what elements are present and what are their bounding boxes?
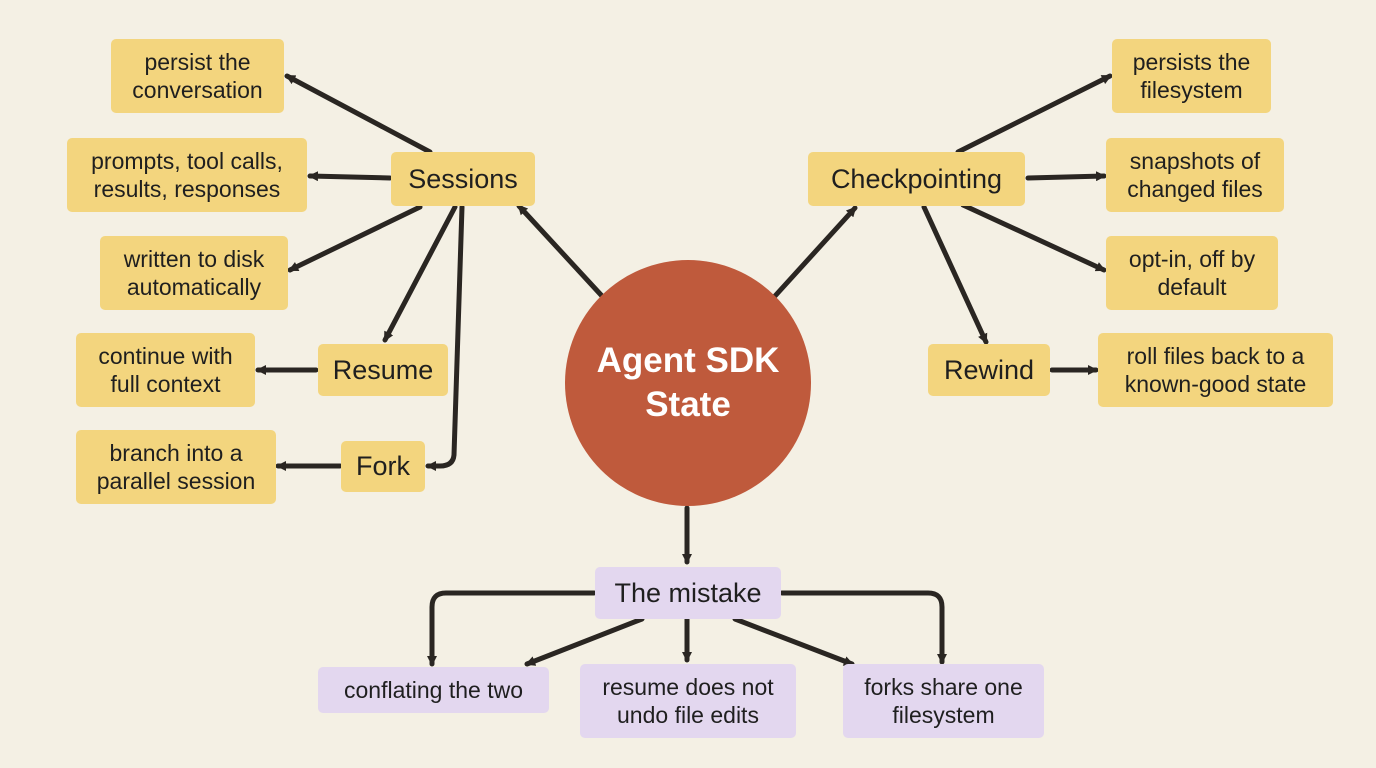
arrow-mistake-to-conflating-diag — [524, 616, 645, 667]
persist-conversation-node: persist the conversation — [111, 39, 284, 113]
continue-context-label: continue with full context — [98, 342, 233, 397]
arrow-checkpointing-to-persists — [955, 73, 1113, 155]
resume-no-undo-node: resume does not undo file edits — [580, 664, 796, 738]
sessions-label: Sessions — [408, 163, 518, 194]
rewind-node: Rewind — [928, 344, 1050, 396]
fork-label: Fork — [356, 451, 410, 482]
written-to-disk-label: written to disk automatically — [123, 245, 265, 300]
arrow-sessions-to-fork — [425, 204, 465, 471]
persist-conversation-label: persist the conversation — [132, 48, 263, 103]
arrow-center-to-checkpointing — [772, 205, 858, 299]
center-node: Agent SDK State — [565, 260, 811, 506]
arrow-center-to-sessions — [516, 203, 605, 299]
arrow-sessions-to-resume — [382, 204, 458, 343]
written-to-disk-node: written to disk automatically — [100, 236, 288, 310]
sessions-node: Sessions — [391, 152, 535, 206]
mistake-node: The mistake — [595, 567, 781, 619]
roll-files-back-node: roll files back to a known-good state — [1098, 333, 1333, 407]
snapshots-label: snapshots of changed files — [1127, 147, 1263, 202]
prompts-label: prompts, tool calls, results, responses — [91, 147, 283, 202]
prompts-node: prompts, tool calls, results, responses — [67, 138, 307, 212]
resume-label: Resume — [332, 354, 434, 385]
arrow-checkpointing-to-snapshots — [1025, 171, 1107, 182]
arrow-checkpointing-to-rewind — [921, 204, 989, 345]
arrow-checkpointing-to-optin — [960, 202, 1107, 273]
rewind-label: Rewind — [943, 354, 1035, 385]
mistake-label: The mistake — [614, 577, 762, 608]
opt-in-label: opt-in, off by default — [1128, 245, 1256, 300]
snapshots-node: snapshots of changed files — [1106, 138, 1284, 212]
persists-filesystem-label: persists the filesystem — [1132, 48, 1251, 103]
branch-parallel-node: branch into a parallel session — [76, 430, 276, 504]
arrow-mistake-to-conflating — [427, 590, 597, 667]
resume-no-undo-label: resume does not undo file edits — [602, 673, 774, 728]
arrow-sessions-to-written — [287, 204, 423, 273]
arrow-mistake-to-forks-note — [779, 590, 947, 665]
forks-share-node: forks share one filesystem — [843, 664, 1044, 738]
resume-node: Resume — [318, 344, 448, 396]
conflating-node: conflating the two — [318, 667, 549, 713]
continue-context-node: continue with full context — [76, 333, 255, 407]
arrow-sessions-to-prompts — [307, 171, 393, 182]
branch-parallel-label: branch into a parallel session — [96, 439, 256, 494]
arrow-sessions-to-persist — [284, 73, 433, 155]
opt-in-node: opt-in, off by default — [1106, 236, 1278, 310]
center-label: Agent SDK State — [596, 341, 780, 424]
forks-share-label: forks share one filesystem — [864, 673, 1023, 728]
persists-filesystem-node: persists the filesystem — [1112, 39, 1271, 113]
fork-node: Fork — [341, 441, 425, 492]
checkpointing-node: Checkpointing — [808, 152, 1025, 206]
conflating-label: conflating the two — [343, 676, 523, 703]
roll-files-back-label: roll files back to a known-good state — [1124, 342, 1307, 397]
arrow-mistake-to-forks-diag — [732, 616, 855, 667]
checkpointing-label: Checkpointing — [830, 163, 1003, 194]
